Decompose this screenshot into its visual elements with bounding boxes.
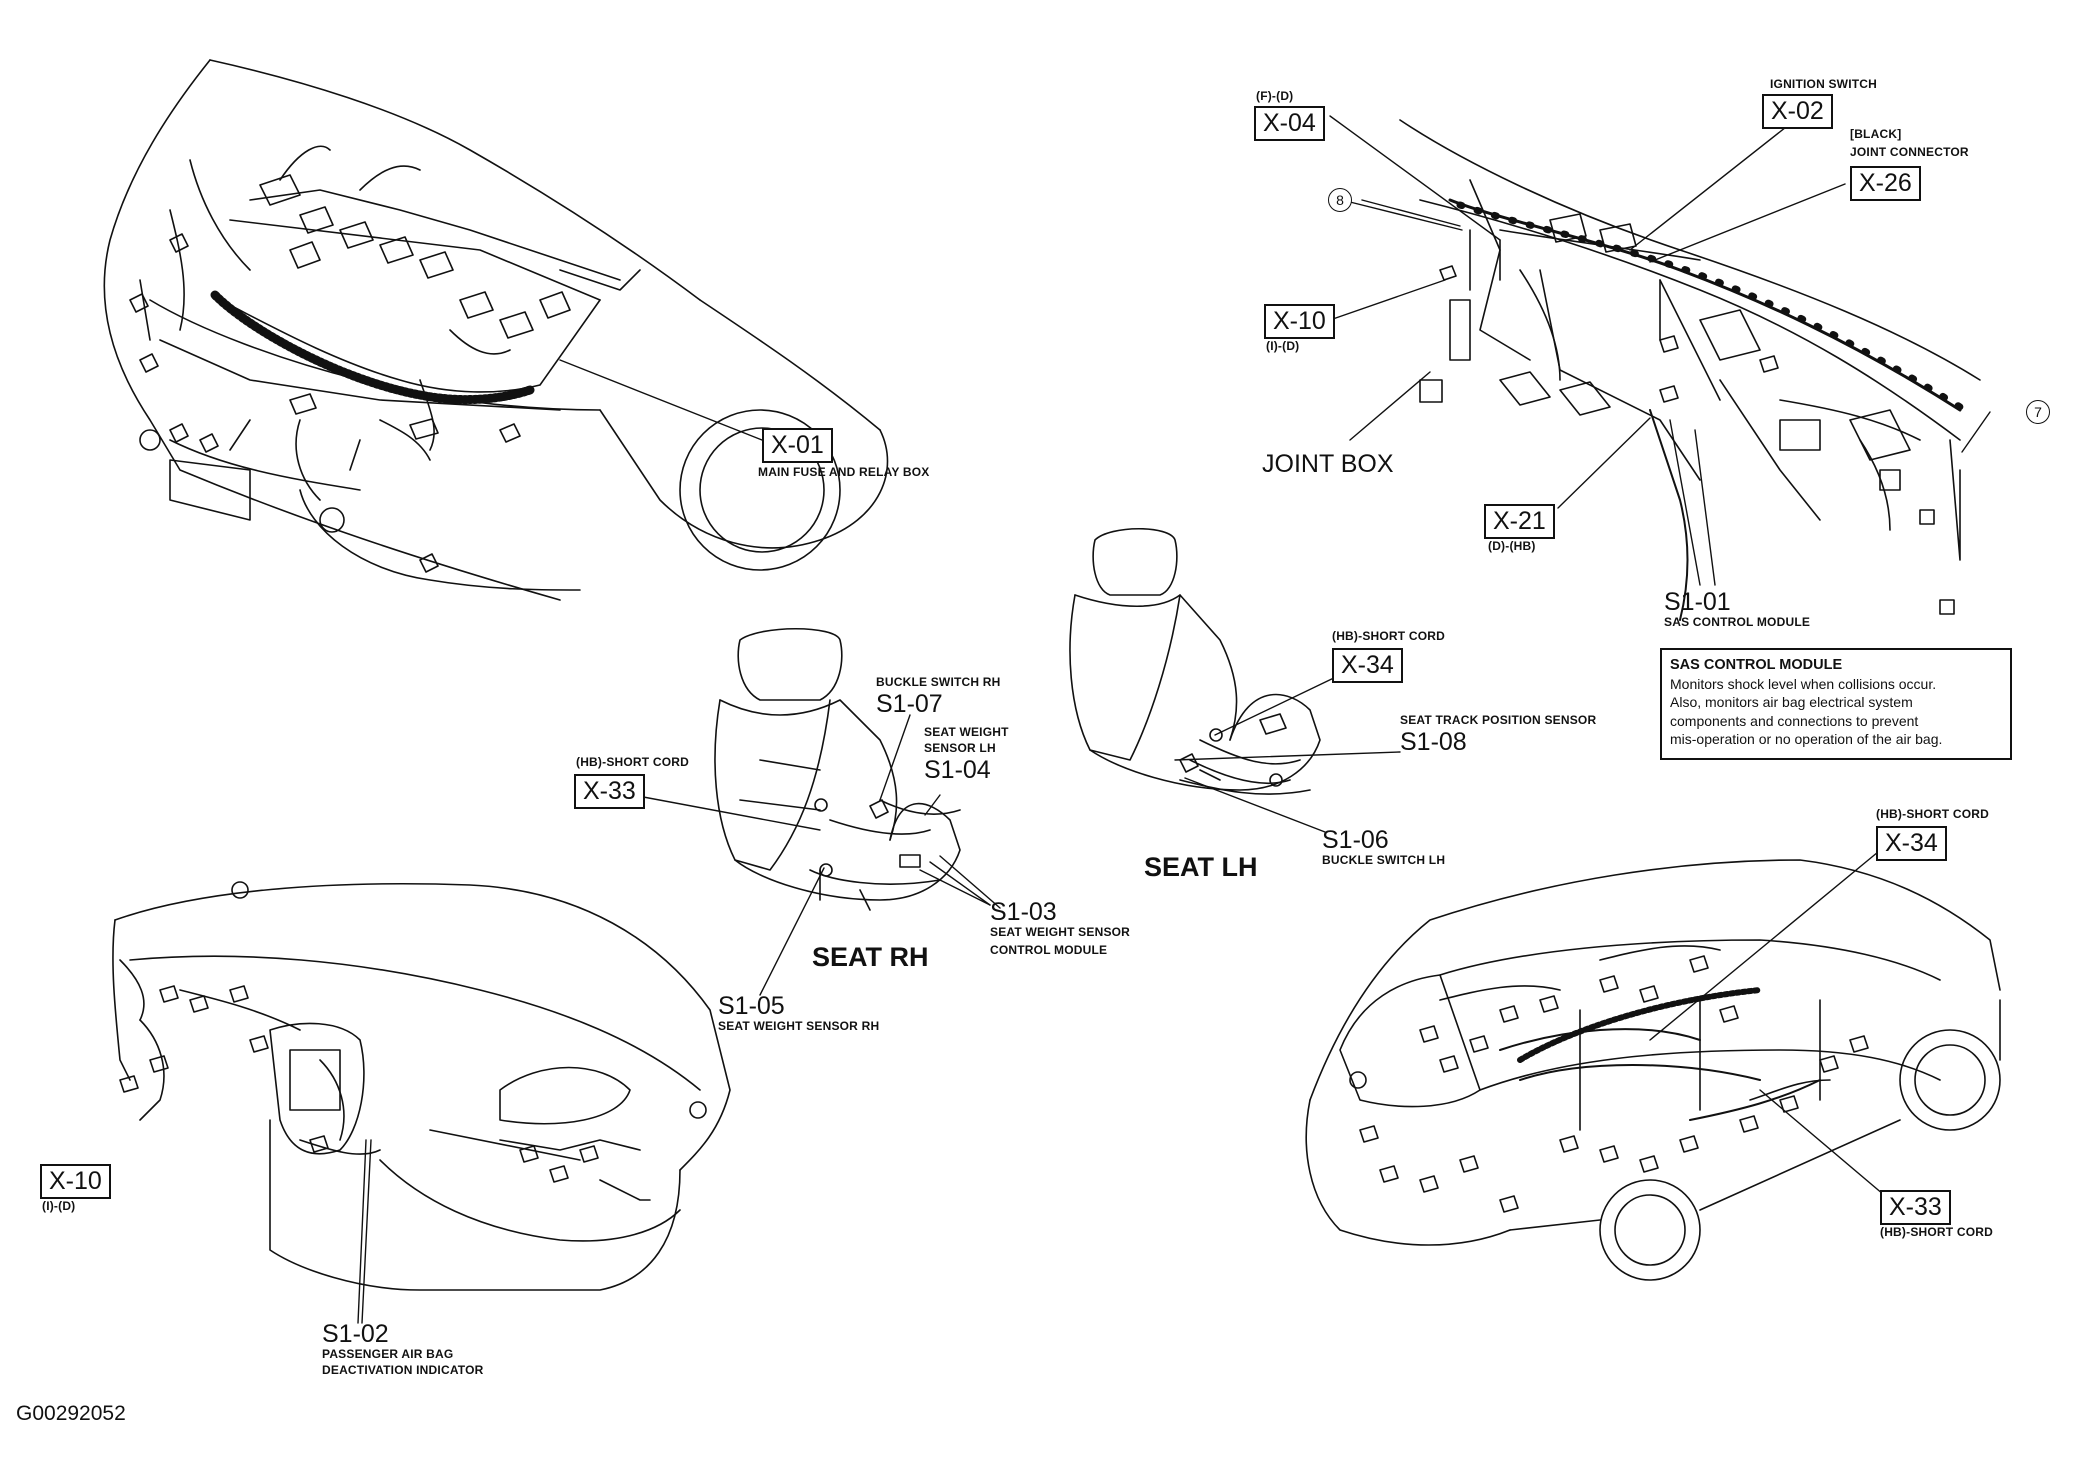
s1-03-code: S1-03 <box>990 898 1057 926</box>
s1-04-description-1: SEAT WEIGHT <box>924 725 1009 739</box>
x21-note: (D)-(HB) <box>1488 539 1536 553</box>
rear-vehicle-drawing <box>1305 859 2001 1281</box>
s1-08-code: S1-08 <box>1400 728 1467 756</box>
x33-rear-note: (HB)-SHORT CORD <box>1880 1225 1993 1239</box>
s1-04-description-2: SENSOR LH <box>924 741 996 755</box>
joint-box-label: JOINT BOX <box>1262 450 1394 478</box>
info-box-line: Also, monitors air bag electrical system <box>1670 694 1913 711</box>
s1-01-description: SAS CONTROL MODULE <box>1664 615 1811 629</box>
dashboard-drawing <box>112 881 731 1291</box>
s1-04-code: S1-04 <box>924 756 991 784</box>
x04-note: (F)-(D) <box>1256 89 1294 103</box>
x01-code-box: X-01 <box>762 428 833 463</box>
x26-code-box: X-26 <box>1850 166 1921 201</box>
info-box-title: SAS CONTROL MODULE <box>1670 657 1843 673</box>
s1-02-description-1: PASSENGER AIR BAG <box>322 1347 454 1361</box>
s1-07-description: BUCKLE SWITCH RH <box>876 675 1001 689</box>
x01-description: MAIN FUSE AND RELAY BOX <box>758 465 930 479</box>
info-box-line: Monitors shock level when collisions occ… <box>1670 675 1937 692</box>
s1-07-code: S1-07 <box>876 690 943 718</box>
s1-05-description: SEAT WEIGHT SENSOR RH <box>718 1019 880 1033</box>
x34-seat-note: (HB)-SHORT CORD <box>1332 629 1445 643</box>
x10-top-code-box: X-10 <box>1264 304 1335 339</box>
x33-seat-note: (HB)-SHORT CORD <box>576 755 689 769</box>
info-box-line: mis-operation or no operation of the air… <box>1670 731 1943 748</box>
circle-8-marker: 8 <box>1328 188 1352 212</box>
s1-03-description-2: CONTROL MODULE <box>990 943 1108 957</box>
s1-08-description: SEAT TRACK POSITION SENSOR <box>1400 713 1597 727</box>
x33-rear-code-box: X-33 <box>1880 1190 1951 1225</box>
x26-description: JOINT CONNECTOR <box>1850 145 1969 159</box>
leader-lines <box>357 115 1991 1324</box>
x10-dash-code-box: X-10 <box>40 1164 111 1199</box>
seat-rh-drawing <box>714 628 961 911</box>
s1-02-description-2: DEACTIVATION INDICATOR <box>322 1363 484 1377</box>
s1-02-code: S1-02 <box>322 1320 389 1348</box>
x10-top-note: (I)-(D) <box>1266 339 1300 353</box>
s1-06-description: BUCKLE SWITCH LH <box>1322 853 1446 867</box>
seat-lh-drawing <box>1069 527 1321 795</box>
x33-seat-code-box: X-33 <box>574 774 645 809</box>
sas-info-box: SAS CONTROL MODULE Monitors shock level … <box>1660 648 2012 760</box>
x26-note: [BLACK] <box>1850 127 1902 141</box>
engine-bay-drawing <box>103 59 889 601</box>
x02-description: IGNITION SWITCH <box>1770 77 1877 91</box>
x34-seat-code-box: X-34 <box>1332 648 1403 683</box>
s1-06-code: S1-06 <box>1322 826 1389 854</box>
s1-05-code: S1-05 <box>718 992 785 1020</box>
x10-dash-note: (I)-(D) <box>42 1199 76 1213</box>
seat-rh-title: SEAT RH <box>812 942 929 972</box>
s1-01-code: S1-01 <box>1664 588 1731 616</box>
x21-code-box: X-21 <box>1484 504 1555 539</box>
seat-lh-title: SEAT LH <box>1144 852 1258 882</box>
x34-rear-code-box: X-34 <box>1876 826 1947 861</box>
figure-id: G00292052 <box>16 1402 126 1425</box>
x34-rear-note: (HB)-SHORT CORD <box>1876 807 1989 821</box>
info-box-line: components and connections to prevent <box>1670 712 1919 729</box>
s1-03-description-1: SEAT WEIGHT SENSOR <box>990 925 1131 939</box>
circle-7-marker: 7 <box>2026 400 2050 424</box>
x04-code-box: X-04 <box>1254 106 1325 141</box>
x02-code-box: X-02 <box>1762 94 1833 129</box>
